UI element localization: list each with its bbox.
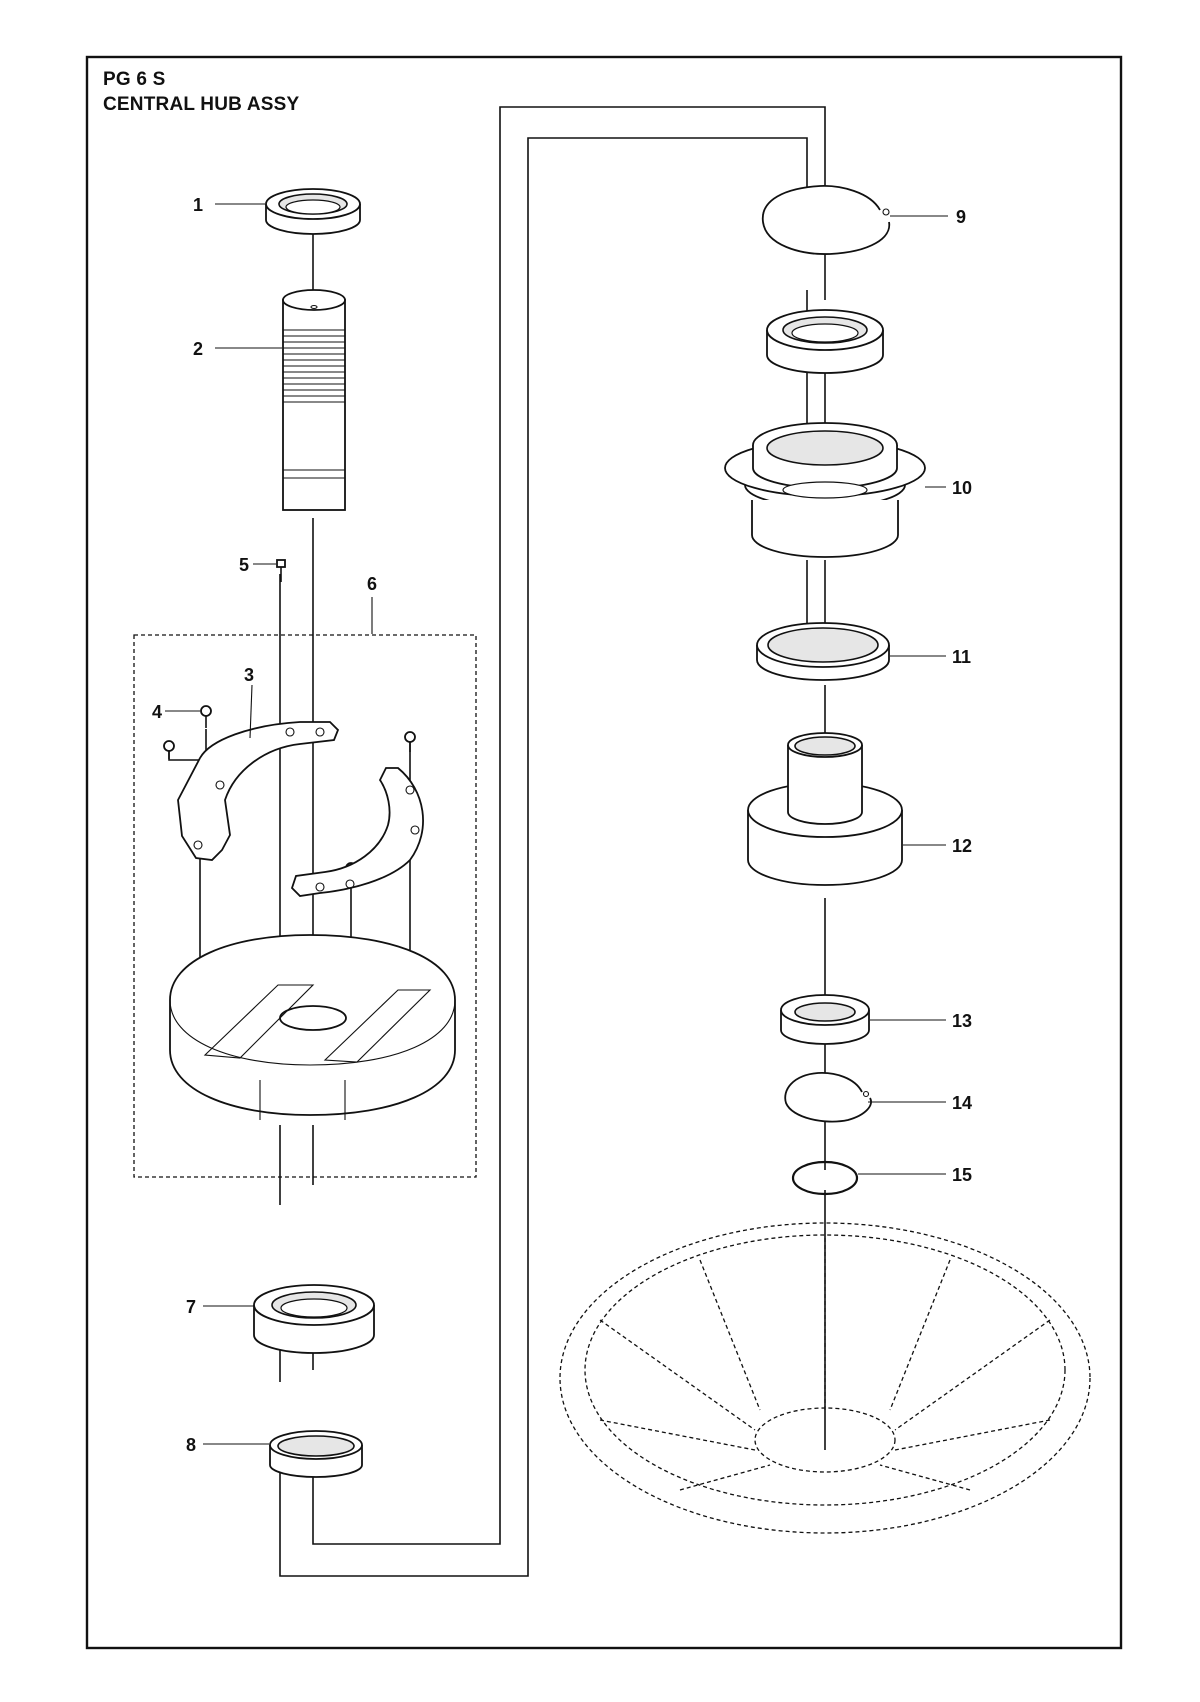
callout-7: 7: [186, 1297, 196, 1317]
model-title: PG 6 S: [103, 69, 166, 90]
part-10-bearing-top: [766, 309, 884, 374]
part-13-bearing: [780, 994, 870, 1045]
callout-8: 8: [186, 1435, 196, 1455]
part-14-circlip: [784, 1072, 872, 1123]
part-8-sleeve: [269, 1430, 363, 1478]
part-15-ring: [791, 1160, 859, 1196]
part-11-seal: [756, 622, 890, 681]
part-9-circlip: [762, 185, 891, 255]
callout-1: 1: [193, 195, 203, 215]
callout-4: 4: [152, 702, 162, 722]
part-1-seal: [265, 188, 361, 235]
part-3-plates: [177, 721, 424, 897]
callout-3: 3: [244, 665, 254, 685]
callout-14: 14: [952, 1093, 972, 1113]
callout-5: 5: [239, 555, 249, 575]
kit-boundary-box: [133, 634, 477, 1178]
part-5-screw: [276, 559, 286, 582]
callout-2: 2: [193, 339, 203, 359]
part-12-hub: [747, 732, 903, 886]
callout-12: 12: [952, 836, 972, 856]
callout-10: 10: [952, 478, 972, 498]
part-6-base-plate: [169, 934, 456, 1120]
callout-6: 6: [367, 574, 377, 594]
callout-15: 15: [952, 1165, 972, 1185]
part-2-shaft: [282, 289, 346, 511]
callout-9: 9: [956, 207, 966, 227]
callouts: 1 2 3 4 5 6 7 8 9 10 11 12 13 1: [152, 195, 972, 1455]
base-plate-reference: [559, 1222, 1091, 1534]
callout-11: 11: [952, 647, 971, 667]
drawing-frame: [85, 55, 1123, 1650]
part-7-bearing: [253, 1284, 375, 1354]
assembly-title: CENTRAL HUB ASSY: [103, 94, 300, 115]
callout-13: 13: [952, 1011, 972, 1031]
assembly-lines: [168, 106, 826, 1577]
part-10-housing: [724, 422, 926, 558]
